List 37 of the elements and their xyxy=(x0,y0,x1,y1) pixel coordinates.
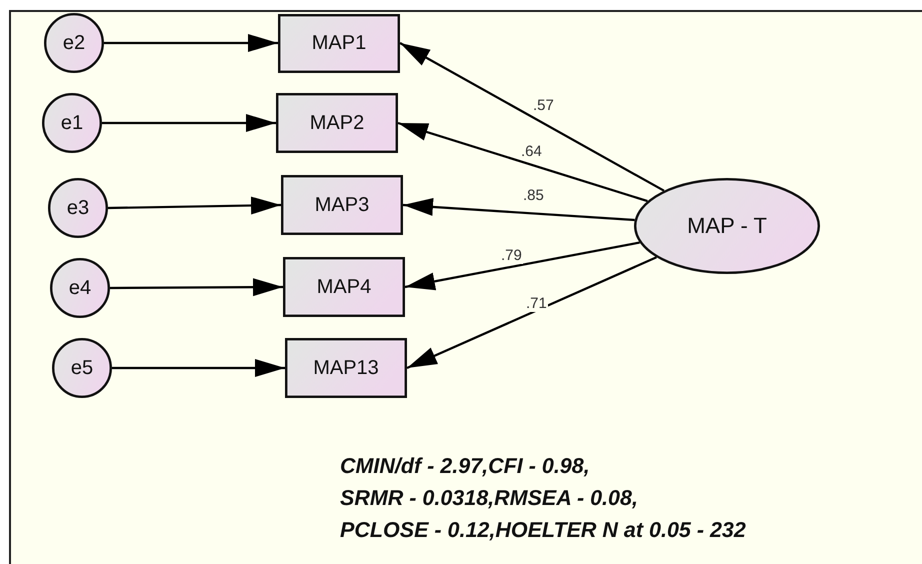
node-label: e3 xyxy=(66,196,90,220)
arrow xyxy=(404,241,640,290)
fit-statistics-text: CMIN/df - 2.97,CFI - 0.98, xyxy=(340,454,590,479)
arrow xyxy=(398,122,648,202)
error-circle xyxy=(44,13,104,73)
arrow xyxy=(402,198,635,222)
observed-variable-box xyxy=(283,257,405,317)
observed-variable-box xyxy=(278,14,400,72)
arrow xyxy=(102,114,276,132)
observed-variable-box xyxy=(276,93,398,153)
node-label: e2 xyxy=(62,32,86,54)
arrow xyxy=(112,359,285,377)
error-circle xyxy=(52,338,112,398)
node-label: MAP3 xyxy=(314,194,370,216)
error-circle xyxy=(50,258,110,318)
node-label: MAP2 xyxy=(310,112,364,134)
edge-label: .71 xyxy=(525,296,548,312)
arrow xyxy=(399,42,664,192)
arrow xyxy=(108,196,282,215)
observed-variable-box xyxy=(281,175,403,235)
arrow xyxy=(104,34,278,52)
fit-statistics-text: PCLOSE - 0.12,HOELTER N at 0.05 - 232 xyxy=(340,518,746,543)
node-label: e5 xyxy=(70,356,94,380)
observed-variable-box xyxy=(285,338,407,398)
error-circle xyxy=(42,93,102,153)
latent-variable-ellipse xyxy=(634,178,820,274)
node-label: MAP1 xyxy=(312,32,366,54)
fit-statistics-text: SRMR - 0.0318,RMSEA - 0.08, xyxy=(340,486,638,511)
node-label: MAP - T xyxy=(687,213,767,239)
arrow xyxy=(406,256,657,369)
node-label: e1 xyxy=(60,112,84,134)
edge-label: .79 xyxy=(500,248,523,264)
arrow xyxy=(110,278,283,296)
node-label: MAP13 xyxy=(313,356,379,380)
node-label: e4 xyxy=(68,276,92,300)
node-label: MAP4 xyxy=(316,276,372,298)
error-circle xyxy=(48,178,108,238)
